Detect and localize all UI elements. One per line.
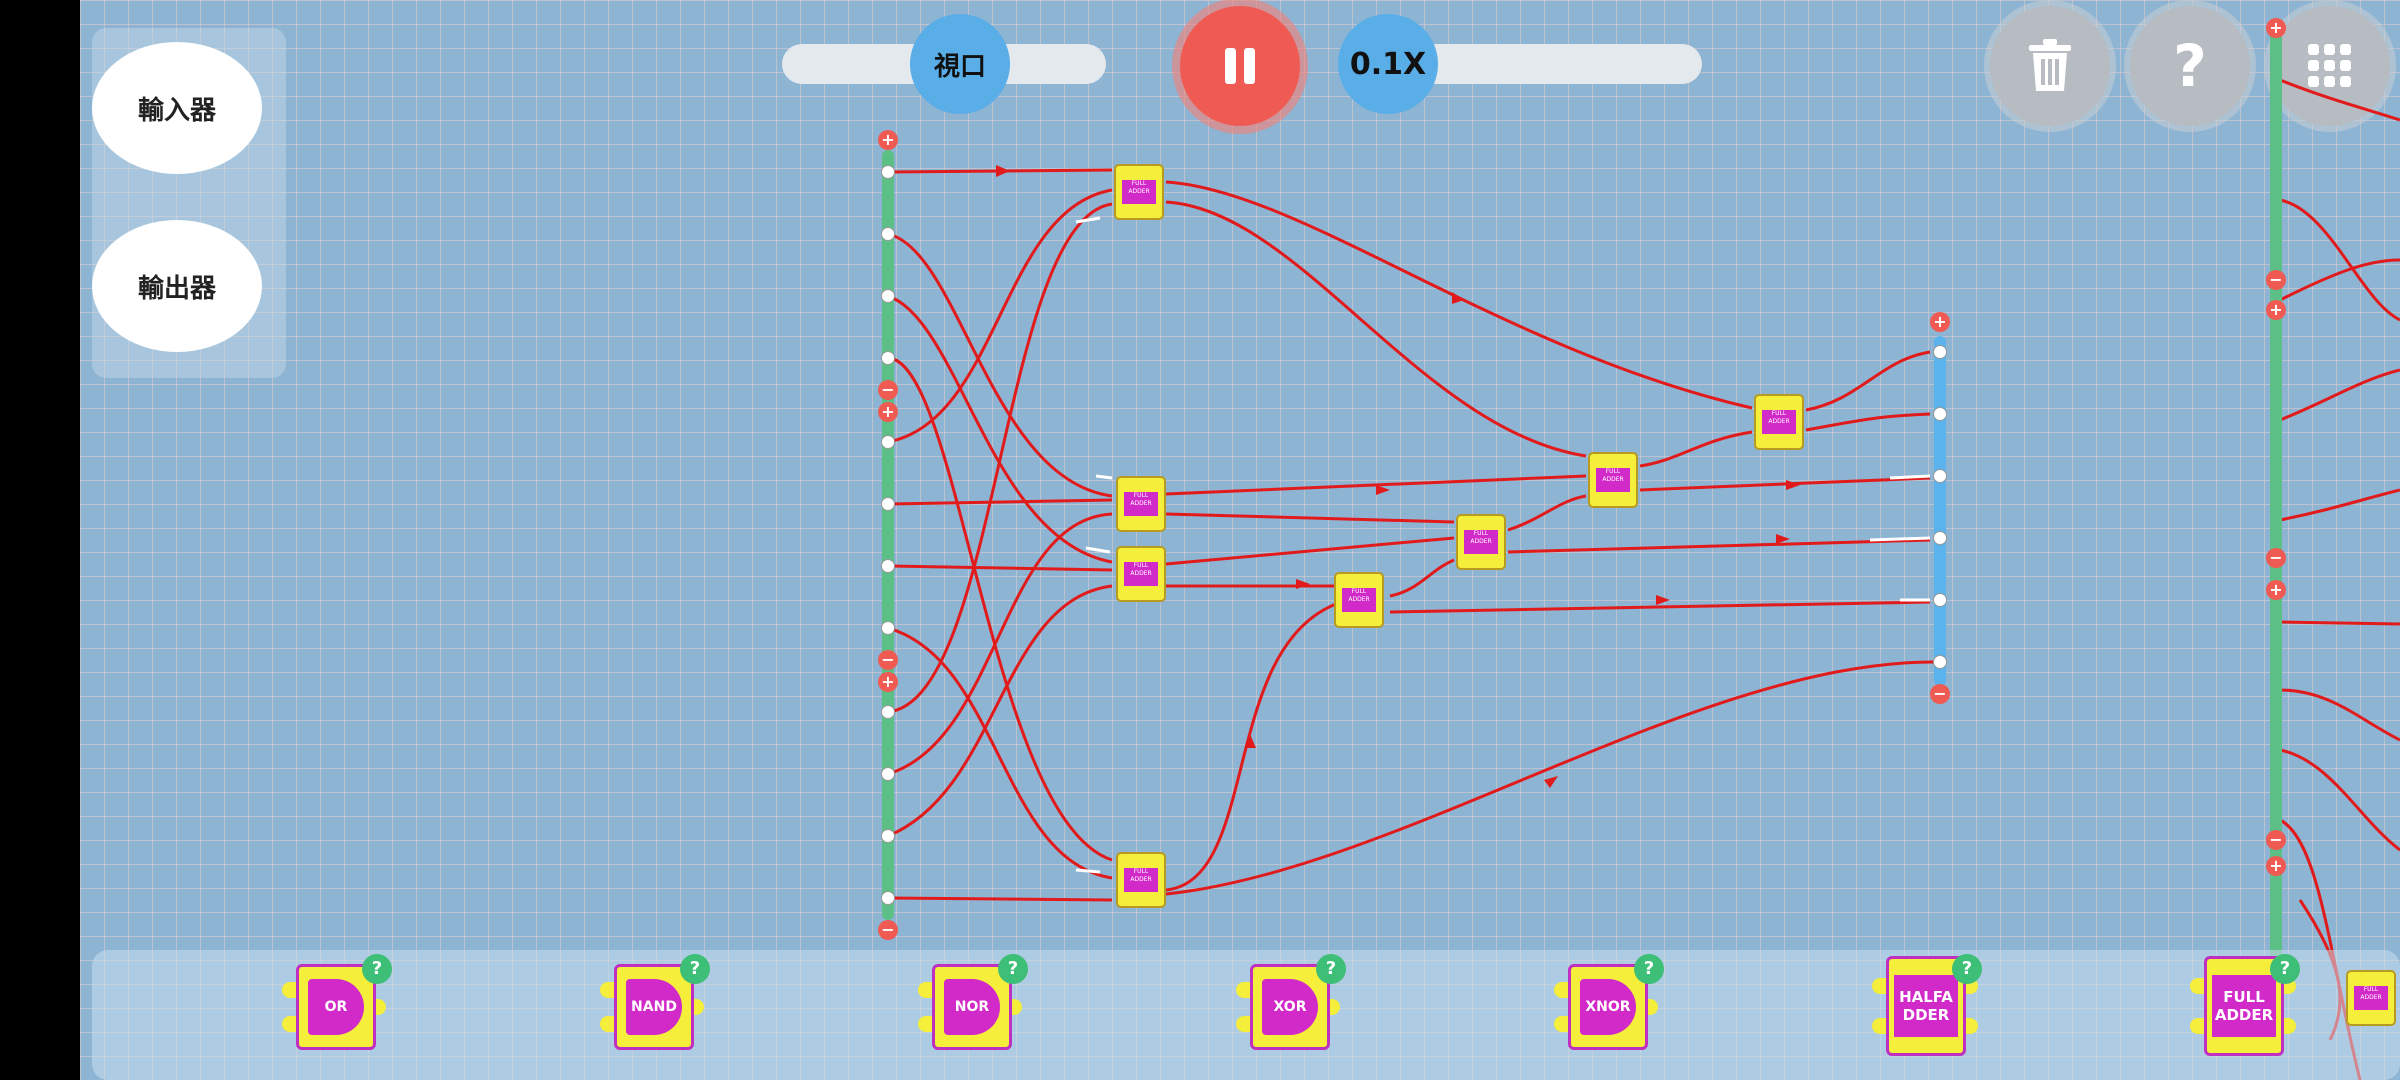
bus-pin[interactable]: [1933, 655, 1947, 669]
full-adder-chip[interactable]: FULL ADDER: [1116, 852, 1166, 908]
remove-pin-button[interactable]: −: [2266, 270, 2286, 290]
help-icon: ?: [2173, 32, 2207, 100]
palette-xor-gate[interactable]: XOR ?: [1236, 954, 1346, 1054]
add-pin-button[interactable]: +: [2266, 580, 2286, 600]
bus-pin[interactable]: [881, 351, 895, 365]
bus-pin[interactable]: [1933, 593, 1947, 607]
help-badge[interactable]: ?: [362, 954, 392, 984]
bus-pin[interactable]: [1933, 531, 1947, 545]
chip-label: FULL ADDER: [1124, 562, 1158, 586]
output-bus[interactable]: [1934, 336, 1946, 686]
nor-gate-icon: NOR: [944, 979, 1000, 1035]
xor-gate-icon: XOR: [1262, 979, 1318, 1035]
chip-label: FULL ADDER: [1464, 530, 1498, 554]
remove-pin-button[interactable]: −: [878, 920, 898, 940]
full-adder-chip[interactable]: FULL ADDER: [2346, 970, 2396, 1026]
menu-button[interactable]: [2270, 6, 2390, 126]
bus-pin[interactable]: [881, 891, 895, 905]
help-badge[interactable]: ?: [680, 954, 710, 984]
bus-pin[interactable]: [1933, 345, 1947, 359]
help-badge[interactable]: ?: [1316, 954, 1346, 984]
input-bus-right[interactable]: [2270, 20, 2282, 960]
bus-pin[interactable]: [881, 559, 895, 573]
chip-label: FULL ADDER: [1342, 588, 1376, 612]
trash-icon: [2029, 39, 2071, 91]
component-palette: [92, 950, 2400, 1080]
output-device-button[interactable]: 輸出器: [92, 220, 262, 352]
help-badge[interactable]: ?: [1634, 954, 1664, 984]
pause-button[interactable]: [1180, 6, 1300, 126]
or-gate-icon: OR: [308, 979, 364, 1035]
grid-menu-icon: [2308, 44, 2351, 87]
palette-or-gate[interactable]: OR ?: [282, 954, 392, 1054]
bus-pin[interactable]: [881, 165, 895, 179]
circuit-canvas[interactable]: [80, 0, 2400, 1080]
remove-pin-button[interactable]: −: [878, 650, 898, 670]
palette-nor-gate[interactable]: NOR ?: [918, 954, 1028, 1054]
viewport-slider-knob[interactable]: 視口: [910, 14, 1010, 114]
help-badge[interactable]: ?: [998, 954, 1028, 984]
bus-pin[interactable]: [881, 497, 895, 511]
bus-pin[interactable]: [881, 621, 895, 635]
add-pin-button[interactable]: +: [878, 130, 898, 150]
full-adder-icon: FULL ADDER: [2212, 975, 2276, 1037]
full-adder-chip[interactable]: FULL ADDER: [1334, 572, 1384, 628]
input-device-button[interactable]: 輸入器: [92, 42, 262, 174]
bus-pin[interactable]: [881, 289, 895, 303]
add-pin-button[interactable]: +: [2266, 300, 2286, 320]
full-adder-chip[interactable]: FULL ADDER: [1116, 546, 1166, 602]
chip-label: FULL ADDER: [1596, 468, 1630, 492]
full-adder-chip[interactable]: FULL ADDER: [1456, 514, 1506, 570]
palette-xnor-gate[interactable]: XNOR ?: [1554, 954, 1664, 1054]
pause-icon: [1225, 48, 1255, 84]
full-adder-chip[interactable]: FULL ADDER: [1588, 452, 1638, 508]
full-adder-chip[interactable]: FULL ADDER: [1754, 394, 1804, 450]
bus-pin[interactable]: [1933, 469, 1947, 483]
add-pin-button[interactable]: +: [2266, 856, 2286, 876]
full-adder-chip[interactable]: FULL ADDER: [1114, 164, 1164, 220]
palette-half-adder[interactable]: HALFA DDER ?: [1872, 954, 1982, 1060]
add-pin-button[interactable]: +: [2266, 18, 2286, 38]
palette-nand-gate[interactable]: NAND ?: [600, 954, 710, 1054]
palette-full-adder[interactable]: FULL ADDER ?: [2190, 954, 2300, 1060]
chip-label: FULL ADDER: [1122, 180, 1156, 204]
half-adder-icon: HALFA DDER: [1894, 975, 1958, 1037]
xnor-gate-icon: XNOR: [1580, 979, 1636, 1035]
input-bus[interactable]: [882, 150, 894, 920]
add-pin-button[interactable]: +: [878, 402, 898, 422]
add-pin-button[interactable]: +: [878, 672, 898, 692]
bus-pin[interactable]: [1933, 407, 1947, 421]
remove-pin-button[interactable]: −: [1930, 684, 1950, 704]
remove-pin-button[interactable]: −: [2266, 830, 2286, 850]
delete-button[interactable]: [1990, 6, 2110, 126]
help-button[interactable]: ?: [2130, 6, 2250, 126]
add-pin-button[interactable]: +: [1930, 312, 1950, 332]
remove-pin-button[interactable]: −: [2266, 548, 2286, 568]
full-adder-chip[interactable]: FULL ADDER: [1116, 476, 1166, 532]
bus-pin[interactable]: [881, 227, 895, 241]
speed-slider-knob[interactable]: 0.1X: [1338, 14, 1438, 114]
bus-pin[interactable]: [881, 705, 895, 719]
bus-pin[interactable]: [881, 767, 895, 781]
help-badge[interactable]: ?: [1952, 954, 1982, 984]
remove-pin-button[interactable]: −: [878, 380, 898, 400]
bus-pin[interactable]: [881, 829, 895, 843]
nand-gate-icon: NAND: [626, 979, 682, 1035]
chip-label: FULL ADDER: [1762, 410, 1796, 434]
bus-pin[interactable]: [881, 435, 895, 449]
chip-label: FULL ADDER: [1124, 492, 1158, 516]
chip-label: FULL ADDER: [2354, 986, 2388, 1010]
chip-label: FULL ADDER: [1124, 868, 1158, 892]
help-badge[interactable]: ?: [2270, 954, 2300, 984]
